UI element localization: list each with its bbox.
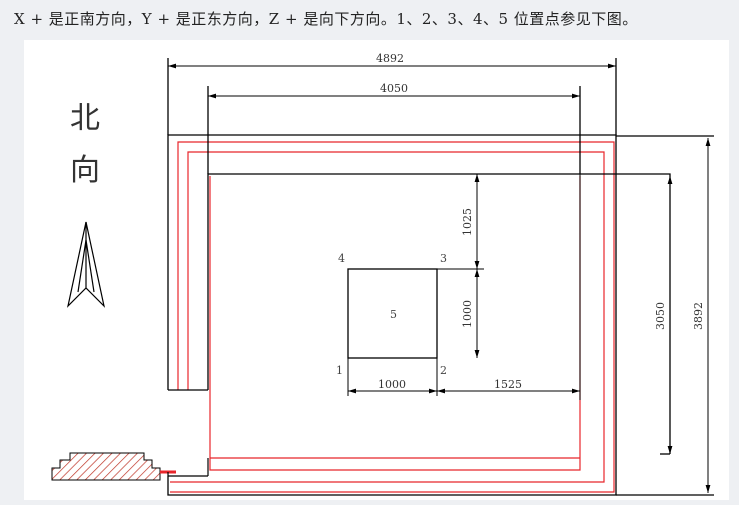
red-wall-lines [170, 141, 615, 493]
dim-inner-height-label: 3050 [654, 302, 667, 330]
north-char-2: 向 [70, 153, 100, 188]
dim-inner-width-label: 4050 [380, 82, 408, 95]
dim-block-width-label: 1000 [378, 378, 406, 391]
hatched-base [51, 452, 209, 481]
block-5 [347, 268, 438, 359]
dim-block-top-label: 1025 [461, 208, 474, 236]
point-4-label: 4 [338, 252, 345, 265]
point-3-label: 3 [440, 252, 447, 265]
room-outline [167, 58, 714, 496]
dim-block-right-label: 1525 [494, 378, 522, 391]
point-5-label: 5 [390, 308, 397, 321]
drawing-canvas: 北 向 4892 4050 3050 3 [24, 40, 729, 500]
point-2-label: 2 [440, 364, 447, 377]
dim-outer-height-label: 3892 [692, 302, 705, 330]
north-char-1: 北 [70, 101, 100, 136]
north-arrow-icon [66, 221, 106, 308]
dim-block-right [437, 174, 581, 400]
plan-diagram: 北 向 4892 4050 3050 3 [51, 52, 714, 496]
dim-outer-width-label: 4892 [376, 52, 404, 65]
caption-text: X + 是正南方向，Y + 是正东方向，Z + 是向下方向。1、2、3、4、5 … [14, 10, 638, 28]
dim-block-height-label: 1000 [461, 300, 474, 328]
point-1-label: 1 [336, 364, 343, 377]
